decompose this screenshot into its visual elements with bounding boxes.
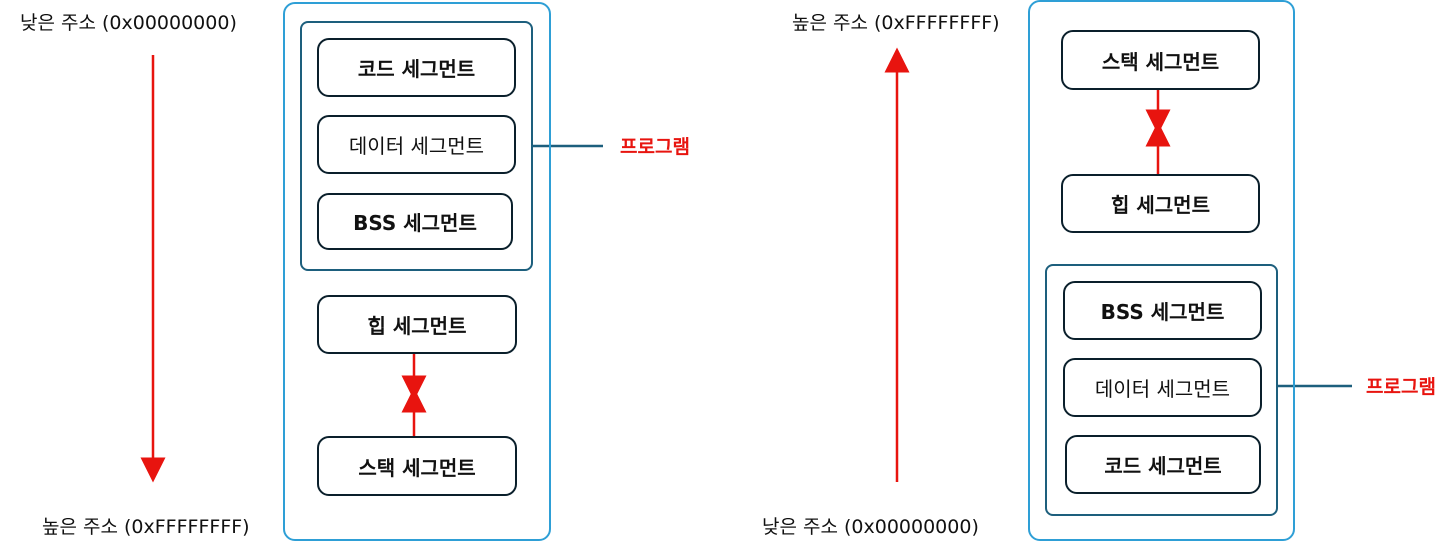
left-bottom-address: 높은 주소 (0xFFFFFFFF) [42,516,250,538]
right-stack-segment: 스택 세그먼트 [1061,30,1260,90]
right-bss-segment: BSS 세그먼트 [1063,281,1262,340]
left-stack-segment: 스택 세그먼트 [317,436,517,496]
right-program-group [1045,264,1278,516]
right-program-label: 프로그램 [1366,376,1436,398]
right-heap-segment: 힙 세그먼트 [1061,174,1260,233]
right-data-segment: 데이터 세그먼트 [1063,358,1262,417]
left-memory-layout [283,2,551,541]
left-program-group [300,21,533,271]
right-memory-layout [1028,0,1295,541]
left-code-segment: 코드 세그먼트 [317,38,516,97]
right-bottom-address: 낮은 주소 (0x00000000) [762,516,979,538]
left-data-segment: 데이터 세그먼트 [317,115,516,174]
right-top-address: 높은 주소 (0xFFFFFFFF) [792,12,1000,34]
left-program-label: 프로그램 [620,136,690,158]
left-bss-segment: BSS 세그먼트 [317,193,513,250]
right-code-segment: 코드 세그먼트 [1065,435,1261,494]
left-heap-segment: 힙 세그먼트 [317,295,517,354]
left-top-address: 낮은 주소 (0x00000000) [20,12,237,34]
